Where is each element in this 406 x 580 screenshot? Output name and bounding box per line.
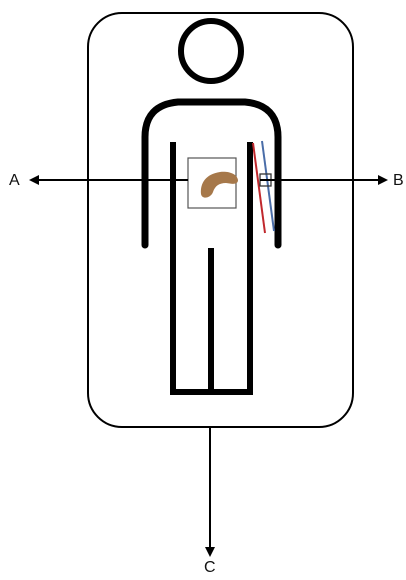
label-c: C xyxy=(204,560,216,576)
label-a: A xyxy=(9,173,20,189)
label-b: B xyxy=(393,173,404,189)
frame xyxy=(88,13,353,427)
head xyxy=(181,21,241,81)
